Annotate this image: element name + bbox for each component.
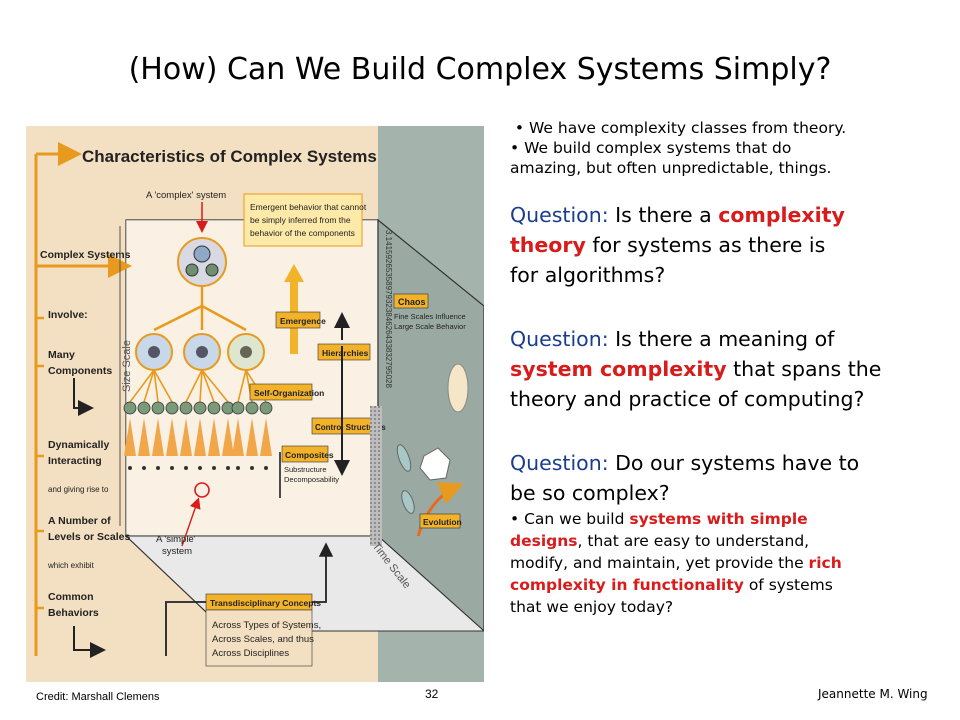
svg-text:Large Scale Behavior: Large Scale Behavior — [394, 322, 466, 331]
svg-text:system: system — [162, 546, 192, 557]
svg-text:Decomposability: Decomposability — [284, 475, 339, 484]
label-a-number-of: A Number of — [48, 515, 111, 527]
svg-text:behavior of the components: behavior of the components — [250, 228, 355, 238]
label-dynamically: Dynamically — [48, 439, 109, 451]
label-giving-rise: and giving rise to — [48, 485, 109, 494]
label-components: Components — [48, 365, 112, 377]
bullet-1: • We have complexity classes from theory… — [510, 119, 847, 137]
svg-text:Across Types of Systems,: Across Types of Systems, — [212, 620, 321, 631]
svg-text:Self-Organization: Self-Organization — [254, 388, 324, 398]
svg-text:Across Scales, and thus: Across Scales, and thus — [212, 634, 314, 645]
svg-text:Emergent behavior that cannot: Emergent behavior that cannot — [250, 202, 367, 212]
svg-text:Control Structures: Control Structures — [315, 423, 386, 432]
svg-text:Composites: Composites — [285, 450, 334, 460]
sub-bullet: • Can we build systems with simple — [510, 510, 808, 528]
svg-text:Substructure: Substructure — [284, 465, 327, 474]
left-labels: Complex Systems Involve: Many Components… — [40, 249, 131, 619]
svg-text:Emergence: Emergence — [280, 316, 326, 326]
figure-heading: Characteristics of Complex Systems — [82, 147, 377, 166]
svg-text:Transdisciplinary Concepts: Transdisciplinary Concepts — [210, 598, 321, 608]
question-1: Question: Is there a complexity — [510, 203, 845, 227]
label-involve: Involve: — [48, 309, 88, 321]
bullet-2-cont: amazing, but often unpredictable, things… — [510, 159, 832, 177]
emergent-note-box — [243, 193, 363, 247]
question-2: Question: Is there a meaning of — [510, 327, 835, 351]
complex-systems-figure: Characteristics of Complex Systems Compl… — [26, 126, 486, 682]
simple-system-node — [194, 482, 210, 498]
composites-box — [281, 445, 329, 463]
self-organization-box — [249, 383, 313, 401]
author-name: Jeannette M. Wing — [818, 687, 928, 701]
svg-text:be simply inferred from the: be simply inferred from the — [250, 215, 351, 225]
label-many: Many — [48, 349, 75, 361]
noise-column — [370, 406, 382, 546]
right-text-column: • We have complexity classes from theory… — [510, 118, 950, 618]
label-interacting: Interacting — [48, 455, 102, 467]
triangle-row — [124, 418, 272, 456]
bullet-2: • We build complex systems that do — [510, 139, 792, 157]
svg-text:A 'simple': A 'simple' — [156, 534, 196, 545]
question-3: Question: Do our systems have to — [510, 451, 860, 475]
label-levels: Levels or Scales — [48, 531, 130, 543]
emergence-box — [275, 311, 321, 329]
digits-label: 3.1415926535897932384626433832795028 — [384, 230, 393, 388]
svg-text:Fine Scales Influence: Fine Scales Influence — [394, 312, 466, 321]
slide-title: (How) Can We Build Complex Systems Simpl… — [128, 52, 832, 87]
credit-text: Credit: Marshall Clemens — [36, 691, 160, 703]
hierarchies-box — [317, 343, 371, 361]
label-behaviors: Behaviors — [48, 607, 99, 619]
shape-blob — [419, 447, 451, 481]
label-which-exhibit: which exhibit — [47, 561, 95, 570]
chaos-box — [393, 293, 429, 309]
svg-text:Evolution: Evolution — [423, 517, 462, 527]
label-common: Common — [48, 591, 94, 603]
page-number: 32 — [425, 687, 439, 701]
label-complex-systems: Complex Systems — [40, 249, 131, 261]
svg-text:Chaos: Chaos — [398, 297, 426, 307]
figure-canvas: Characteristics of Complex Systems Compl… — [26, 126, 486, 682]
small-components-row — [123, 401, 273, 415]
svg-text:Hierarchies: Hierarchies — [322, 348, 369, 358]
complex-system-label: A 'complex' system — [146, 190, 226, 201]
shape-ellipse — [447, 363, 469, 413]
svg-text:Across Disciplines: Across Disciplines — [212, 648, 289, 659]
evolution-box — [419, 513, 461, 529]
size-scale-label: Size Scale — [121, 340, 133, 392]
